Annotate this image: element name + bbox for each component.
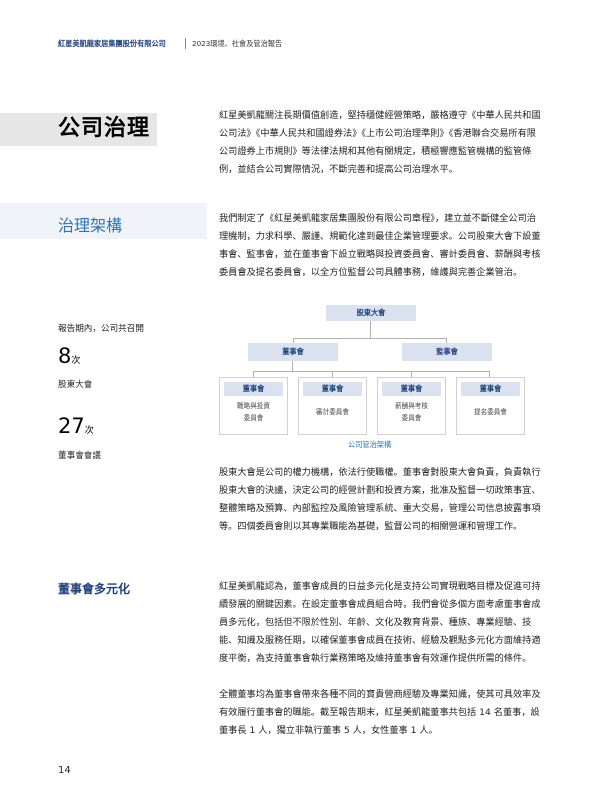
org-committee-name: 戰略與投資 委員會 — [237, 402, 270, 422]
org-connector — [332, 371, 333, 377]
org-committee-remuneration: 董事會 薪酬與考核 委員會 — [377, 377, 446, 435]
header-company: 紅星美凱龍家居集團股份有限公司 — [58, 39, 166, 48]
header-report-title: 2023環境、社會及管治報告 — [192, 39, 283, 48]
stats-lead: 報告期內，公司共召開 — [58, 324, 144, 334]
org-board-box: 董事會 — [248, 343, 338, 361]
org-committee-head: 董事會 — [224, 382, 283, 396]
org-connector — [292, 361, 293, 371]
org-connector — [293, 338, 294, 343]
org-connector — [253, 371, 489, 372]
org-committee-head: 董事會 — [382, 382, 441, 396]
org-connector — [411, 371, 412, 377]
org-committee-name: 審計委員會 — [316, 408, 349, 416]
diversity-paragraph-1: 紅星美凱龍認為，董事會成員的日益多元化是支持公司實現戰略目標及促進可持續發展的關… — [219, 581, 541, 664]
org-supervisory-box: 監事會 — [402, 343, 492, 361]
org-connector — [293, 338, 446, 339]
org-committee-head: 董事會 — [461, 382, 520, 396]
diversity-paragraph-2: 全體董事均為董事會帶來各種不同的寶貴營商經驗及專業知識，使其可具效率及有效履行董… — [219, 689, 541, 736]
shareholder-meeting-label: 股東大會 — [58, 380, 93, 390]
org-committee-head: 董事會 — [303, 382, 362, 396]
org-connector — [253, 371, 254, 377]
org-committee-audit: 董事會 審計委員會 — [298, 377, 367, 435]
org-connector — [446, 338, 447, 343]
org-connector — [370, 321, 371, 338]
section-title-diversity: 董事會多元化 — [58, 582, 131, 596]
org-committee-name: 薪酬與考核 委員會 — [395, 402, 428, 422]
section-background — [0, 203, 207, 239]
org-committee-strategy: 董事會 戰略與投資 委員會 — [219, 377, 288, 435]
board-meeting-count: 27次 — [58, 414, 94, 438]
shareholder-meeting-count: 8次 — [58, 344, 81, 368]
governance-paragraph-2: 股東大會是公司的權力機構，依法行使職權。董事會對股東大會負責，負責執行股東大會的… — [219, 467, 541, 532]
header-separator — [185, 38, 186, 49]
board-meeting-label: 董事會會議 — [58, 451, 101, 461]
page-title: 公司治理 — [58, 116, 151, 141]
intro-paragraph: 紅星美凱龍關注長期價值創造，堅持穩健經營策略，嚴格遵守《中華人民共和國公司法》《… — [219, 110, 541, 175]
section-title-governance: 治理架構 — [58, 216, 123, 235]
org-connector — [489, 371, 490, 377]
governance-paragraph-1: 我們制定了《紅星美凱龍家居集團股份有限公司章程》，建立並不斷健全公司治理機制，力… — [219, 213, 541, 278]
title-background — [0, 113, 157, 146]
org-shareholders-box: 股東大會 — [326, 305, 416, 321]
org-committee-name: 提名委員會 — [474, 408, 507, 416]
org-chart-caption: 公司管治架構 — [348, 440, 392, 449]
page-number: 14 — [58, 765, 71, 776]
org-committee-nomination: 董事會 提名委員會 — [456, 377, 525, 435]
